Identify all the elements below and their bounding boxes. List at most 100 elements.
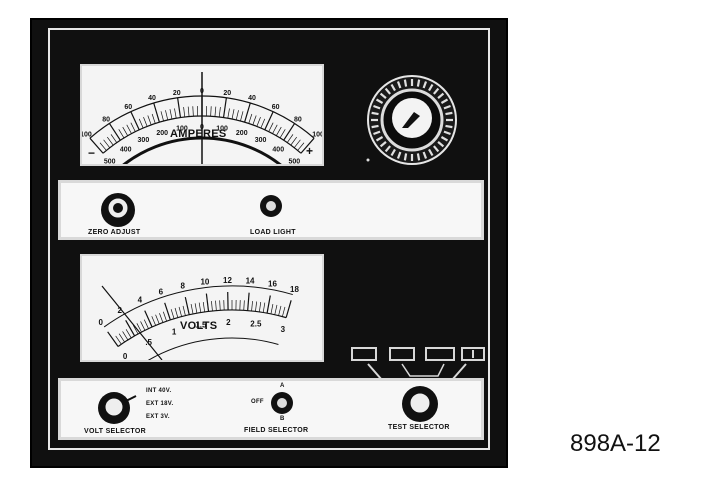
volt-position-ext3: EXT 3V. xyxy=(146,414,170,420)
knob-ring-tick xyxy=(396,81,402,89)
ammeter-tick xyxy=(177,97,182,118)
ammeter-inner-tick-label: 400 xyxy=(272,147,284,154)
field-selector-knob[interactable] xyxy=(268,389,298,419)
knob-ring-tick xyxy=(379,92,387,99)
ammeter-tick xyxy=(222,97,227,118)
knob-ring-tick xyxy=(433,145,440,153)
knob-ring-tick xyxy=(371,111,379,116)
ammeter-tick xyxy=(248,113,253,124)
ammeter-outer-tick-label: 40 xyxy=(248,95,256,102)
ammeter-inner-tick-label: 100 xyxy=(216,125,228,132)
knob-ring-tick xyxy=(371,124,379,129)
ammeter-tick xyxy=(99,142,107,151)
zero-adjust-knob[interactable] xyxy=(98,190,140,230)
ammeter-tick xyxy=(130,111,140,131)
adjust-knob[interactable] xyxy=(356,72,474,172)
ammeter-tick xyxy=(89,137,104,154)
knob-ring-tick xyxy=(375,136,384,142)
field-position-a: A xyxy=(280,383,285,389)
voltmeter-tick xyxy=(170,309,175,319)
voltmeter-tick xyxy=(219,300,221,311)
ammeter-outer-tick-label: 60 xyxy=(272,104,280,111)
ammeter-tick xyxy=(103,139,111,148)
voltmeter-tick xyxy=(262,302,266,313)
ammeter-inner-tick-label: 500 xyxy=(104,159,116,164)
knob-ring-tick xyxy=(437,141,445,148)
knob-ring-tick xyxy=(440,98,449,104)
ammeter-inner-tick-label: 400 xyxy=(120,147,132,154)
knob-ring-tick xyxy=(443,130,451,136)
ammeter-label: AMPERES xyxy=(170,128,227,140)
knob-pointer-icon xyxy=(402,112,420,128)
ammeter-outer-tick-label: 80 xyxy=(294,116,302,123)
ammeter-tick xyxy=(108,123,121,141)
ammeter-plus-sign: + xyxy=(306,144,314,158)
voltmeter-tick xyxy=(125,319,136,337)
figure-code: 898A-12 xyxy=(570,430,661,457)
switch-1[interactable] xyxy=(351,347,377,361)
ammeter-tick xyxy=(169,109,173,120)
ammeter-tick xyxy=(256,116,261,127)
voltmeter-top-tick-label: 16 xyxy=(268,280,277,289)
panel-inner-frame xyxy=(48,28,490,450)
ammeter-window: 1008060402002040608010050040030020010001… xyxy=(80,64,324,166)
ammeter-inner-tick-label: 200 xyxy=(156,130,168,137)
voltmeter-top-tick-label: 10 xyxy=(200,278,209,287)
voltmeter-tick xyxy=(144,310,153,328)
voltmeter-tick xyxy=(205,293,210,312)
voltmeter-top-tick-label: 8 xyxy=(180,281,185,290)
voltmeter-mid-tick-label: 2 xyxy=(226,318,231,327)
volt-selector-label: VOLT SELECTOR xyxy=(84,428,146,435)
knob-ring-tick xyxy=(422,81,428,89)
voltmeter-tick xyxy=(202,301,205,312)
test-selector-knob[interactable] xyxy=(398,384,444,424)
voltmeter-top-tick-label: 2 xyxy=(117,306,122,315)
knob-ring-tick xyxy=(445,124,453,129)
voltmeter-tick xyxy=(162,311,167,322)
voltmeter-tick xyxy=(278,305,282,316)
ammeter-tick xyxy=(235,110,239,121)
voltmeter-top-tick-label: 0 xyxy=(98,318,103,327)
knob-ring-tick xyxy=(396,151,402,159)
ammeter-outer-tick-label: 100 xyxy=(312,132,322,139)
volt-selector-knob[interactable] xyxy=(94,390,140,428)
ammeter-tick xyxy=(218,107,221,118)
voltmeter-mid-tick-label: .5 xyxy=(145,338,152,347)
ammeter-tick xyxy=(110,134,117,143)
knob-ring-tick xyxy=(443,104,451,110)
ammeter-tick xyxy=(153,102,160,123)
voltmeter-tick xyxy=(115,335,122,345)
ammeter-tick xyxy=(138,118,144,129)
knob-ring-tick xyxy=(379,141,387,148)
voltmeter-tick xyxy=(155,314,160,325)
voltmeter-tick xyxy=(255,301,258,312)
voltmeter-tick xyxy=(151,316,156,326)
switch-3[interactable] xyxy=(425,347,455,361)
ammeter-tick xyxy=(143,116,148,127)
ammeter-tick xyxy=(287,134,294,143)
zero-adjust-label: ZERO ADJUST xyxy=(88,229,141,236)
knob-ring-tick xyxy=(445,111,453,116)
ammeter-minus-sign: − xyxy=(88,146,96,160)
ammeter-tick xyxy=(264,111,274,131)
voltmeter-top-arc xyxy=(103,285,293,328)
ammeter-tick xyxy=(151,113,156,124)
voltmeter-tick xyxy=(266,295,271,314)
ammeter-tick xyxy=(252,115,257,125)
voltmeter-tick xyxy=(270,304,274,314)
voltmeter-mid-tick-label: 0 xyxy=(123,352,128,360)
voltmeter-mid-tick-label: 2.5 xyxy=(250,320,262,329)
ammeter-outer-tick-label: 60 xyxy=(124,104,132,111)
voltmeter-tick xyxy=(125,329,132,339)
ammeter-tick xyxy=(227,108,230,119)
ammeter-inner-tick-label: 500 xyxy=(288,159,300,164)
ammeter-dial: 1008060402002040608010050040030020010001… xyxy=(82,72,322,164)
volt-position-ext18: EXT 18V. xyxy=(146,401,174,407)
voltmeter-tick xyxy=(174,307,179,318)
knob-ring-tick xyxy=(373,104,381,110)
ammeter-tick xyxy=(214,106,217,117)
switch-2[interactable] xyxy=(389,347,415,361)
voltmeter-tick xyxy=(182,305,186,316)
ammeter-tick xyxy=(283,123,296,141)
